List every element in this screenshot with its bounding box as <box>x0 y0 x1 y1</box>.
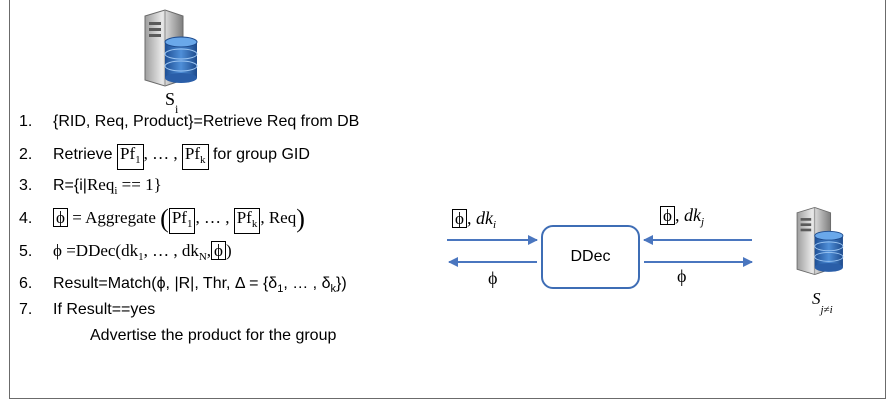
edge-label-right-top: ϕ, dkj <box>660 205 704 228</box>
server-si-icon <box>137 8 205 93</box>
edge-label-right-bottom: ϕ <box>677 266 687 286</box>
step-5: 5.ϕ =DDec(dk1, … , dkN,ϕ) <box>19 241 232 263</box>
diagram-frame <box>9 0 886 399</box>
step-2: 2.Retrieve Pf1, … , Pfk for group GID <box>19 144 310 170</box>
server-sj-label: Sj≠i <box>812 289 833 316</box>
step-1: 1.{RID, Req, Product}=Retrieve Req from … <box>19 113 360 130</box>
phi-box: ϕ <box>53 208 68 227</box>
ddec-box: DDec <box>541 225 640 289</box>
edge-label-left-bottom: ϕ <box>488 268 498 288</box>
step-3: 3.R={i|Reqi == 1} <box>19 175 162 197</box>
server-sj-icon <box>790 205 850 282</box>
pfk-box: Pfk <box>233 208 261 234</box>
pfk-box: Pfk <box>181 144 209 170</box>
step-6: 6.Result=Match(ϕ, |R|, Thr, Δ = {δ1, … ,… <box>19 275 347 295</box>
pf1-box: Pf1 <box>168 208 196 234</box>
step-7-action: Advertise the product for the group <box>90 327 337 344</box>
step-7: 7.If Result==yes <box>19 301 156 318</box>
edge-label-left-top: ϕ, dki <box>452 208 496 231</box>
server-si-label: Si <box>165 89 179 116</box>
step-4: 4.ϕ = Aggregate (Pf1, … , Pfk, Req) <box>19 204 305 234</box>
pf1-box: Pf1 <box>117 144 144 170</box>
phi-box: ϕ <box>211 241 226 260</box>
